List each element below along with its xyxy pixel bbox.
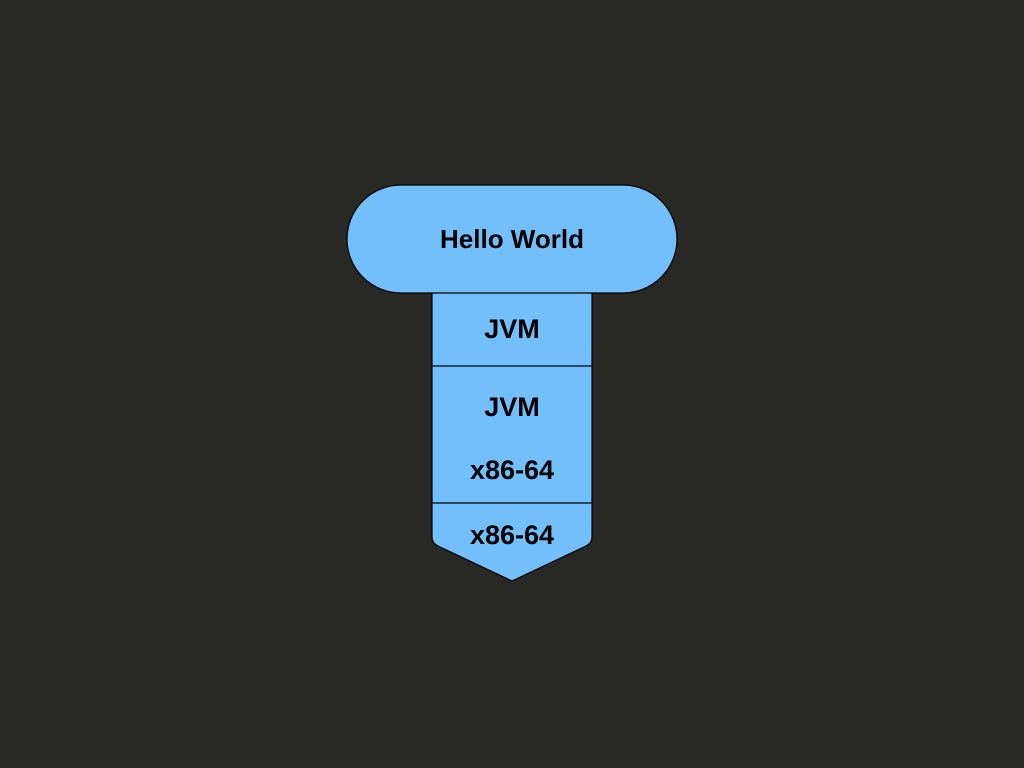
layer-sublabel-x86-middle: x86-64 (470, 455, 554, 485)
layer-label-jvm-middle: JVM (484, 392, 540, 422)
layer-label-jvm-top: JVM (484, 314, 540, 344)
stack-column-shape (431, 281, 593, 582)
program-cap-shape (346, 184, 678, 294)
program-label: Hello World (440, 224, 584, 254)
layer-label-x86-bottom: x86-64 (470, 520, 554, 550)
